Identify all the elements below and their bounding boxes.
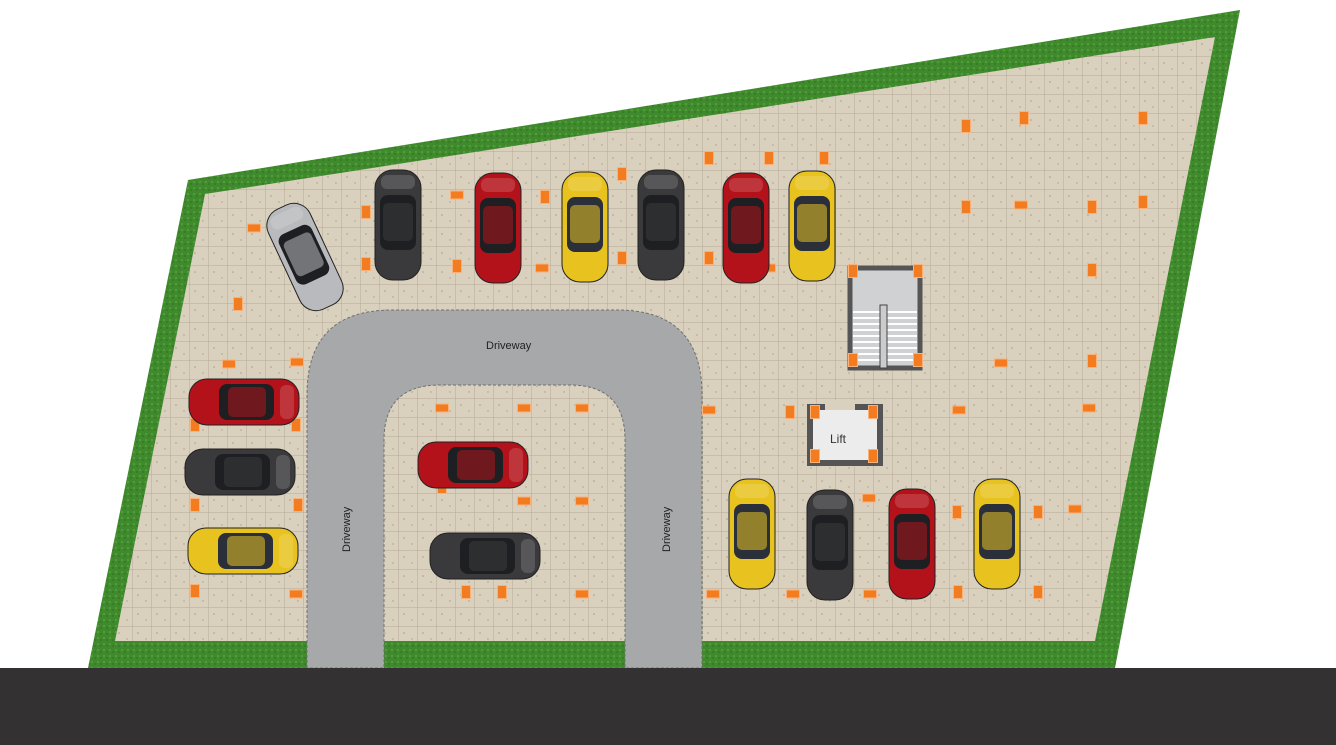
column-pillar xyxy=(786,589,800,599)
column-pillar xyxy=(868,405,878,419)
column-pillar xyxy=(819,151,829,165)
column-pillar xyxy=(293,498,303,512)
column-pillar xyxy=(1087,354,1097,368)
parked-car-red xyxy=(417,441,529,489)
parked-car-red xyxy=(474,172,522,284)
column-pillar xyxy=(1068,504,1082,514)
column-pillar xyxy=(617,251,627,265)
parked-car-yellow xyxy=(561,171,609,283)
parked-car-yellow xyxy=(728,478,776,590)
driveway-label-left: Driveway xyxy=(341,506,353,552)
column-pillar xyxy=(289,589,303,599)
column-pillar xyxy=(452,259,462,273)
column-pillar xyxy=(764,151,774,165)
column-pillar xyxy=(290,357,304,367)
parked-car-red xyxy=(888,488,936,600)
column-pillar xyxy=(575,403,589,413)
parked-car-silver xyxy=(266,202,344,312)
column-pillar xyxy=(291,418,301,432)
staircase xyxy=(847,265,923,371)
column-pillar xyxy=(706,589,720,599)
driveway xyxy=(306,309,703,669)
column-pillar xyxy=(961,119,971,133)
column-pillar xyxy=(1082,403,1096,413)
parked-car-dark xyxy=(429,532,541,580)
column-pillar xyxy=(540,190,550,204)
column-pillar xyxy=(190,498,200,512)
parked-car-dark xyxy=(374,169,422,281)
parked-car-yellow xyxy=(187,527,299,575)
column-pillar xyxy=(1087,200,1097,214)
parked-car-dark xyxy=(806,489,854,601)
column-pillar xyxy=(1087,263,1097,277)
column-pillar xyxy=(575,496,589,506)
column-pillar xyxy=(810,405,820,419)
road xyxy=(0,668,1336,745)
column-pillar xyxy=(535,263,549,273)
columns xyxy=(190,111,1148,599)
column-pillar xyxy=(1019,111,1029,125)
column-pillar xyxy=(247,223,261,233)
column-pillar xyxy=(704,251,714,265)
column-pillar xyxy=(862,493,876,503)
column-pillar xyxy=(1033,585,1043,599)
parked-car-yellow xyxy=(788,170,836,282)
column-pillar xyxy=(1138,111,1148,125)
column-pillar xyxy=(461,585,471,599)
column-pillar xyxy=(617,167,627,181)
parked-car-dark xyxy=(637,169,685,281)
column-pillar xyxy=(848,264,858,278)
column-pillar xyxy=(435,403,449,413)
driveway-label-right: Driveway xyxy=(661,506,673,552)
parked-cars xyxy=(184,169,1021,601)
column-pillar xyxy=(497,585,507,599)
column-pillar xyxy=(361,205,371,219)
column-pillar xyxy=(704,151,714,165)
column-pillar xyxy=(233,297,243,311)
parked-car-yellow xyxy=(973,478,1021,590)
column-pillar xyxy=(810,449,820,463)
lift-label: Lift xyxy=(830,432,847,446)
column-pillar xyxy=(1138,195,1148,209)
column-pillar xyxy=(785,405,795,419)
column-pillar xyxy=(517,403,531,413)
column-pillar xyxy=(868,449,878,463)
column-pillar xyxy=(575,589,589,599)
column-pillar xyxy=(953,585,963,599)
column-pillar xyxy=(190,584,200,598)
column-pillar xyxy=(961,200,971,214)
driveway-label-top: Driveway xyxy=(486,340,532,352)
parked-car-red xyxy=(188,378,300,426)
column-pillar xyxy=(702,405,716,415)
parked-car-red xyxy=(722,172,770,284)
column-pillar xyxy=(450,190,464,200)
column-pillar xyxy=(517,496,531,506)
column-pillar xyxy=(222,359,236,369)
column-pillar xyxy=(994,358,1008,368)
column-pillar xyxy=(361,257,371,271)
column-pillar xyxy=(848,353,858,367)
column-pillar xyxy=(952,505,962,519)
column-pillar xyxy=(863,589,877,599)
parked-car-dark xyxy=(184,448,296,496)
column-pillar xyxy=(913,353,923,367)
column-pillar xyxy=(913,264,923,278)
column-pillar xyxy=(1014,200,1028,210)
column-pillar xyxy=(1033,505,1043,519)
column-pillar xyxy=(952,405,966,415)
